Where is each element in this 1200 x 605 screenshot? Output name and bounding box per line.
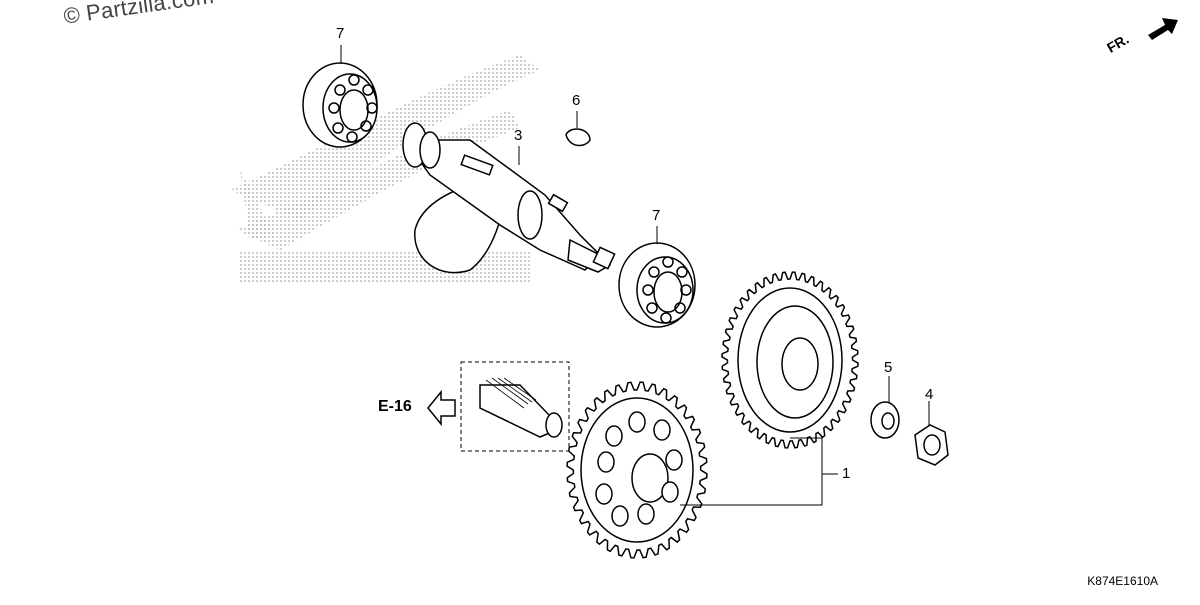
woodruff-key	[565, 128, 591, 147]
callout-7-right: 7	[652, 207, 661, 224]
ball-bearing-right	[618, 242, 696, 328]
callout-6: 6	[572, 92, 581, 109]
drive-gear	[566, 381, 708, 559]
leader-lines	[340, 45, 930, 506]
driven-gear-large	[721, 271, 859, 449]
nut	[914, 424, 949, 466]
callout-4: 4	[925, 386, 934, 403]
diagram-code: K874E1610A	[1087, 574, 1158, 588]
callout-1: 1	[842, 465, 851, 482]
reference-label: E-16	[378, 398, 412, 415]
reference-arrow-icon	[427, 389, 456, 427]
ball-bearing-top	[302, 62, 378, 148]
washer	[870, 401, 900, 439]
callout-5: 5	[884, 359, 893, 376]
callout-3: 3	[514, 127, 523, 144]
balancer-shaft	[402, 122, 616, 274]
reference-inset	[460, 361, 570, 452]
front-arrow-icon	[1148, 18, 1178, 40]
callout-7-top: 7	[336, 25, 345, 42]
